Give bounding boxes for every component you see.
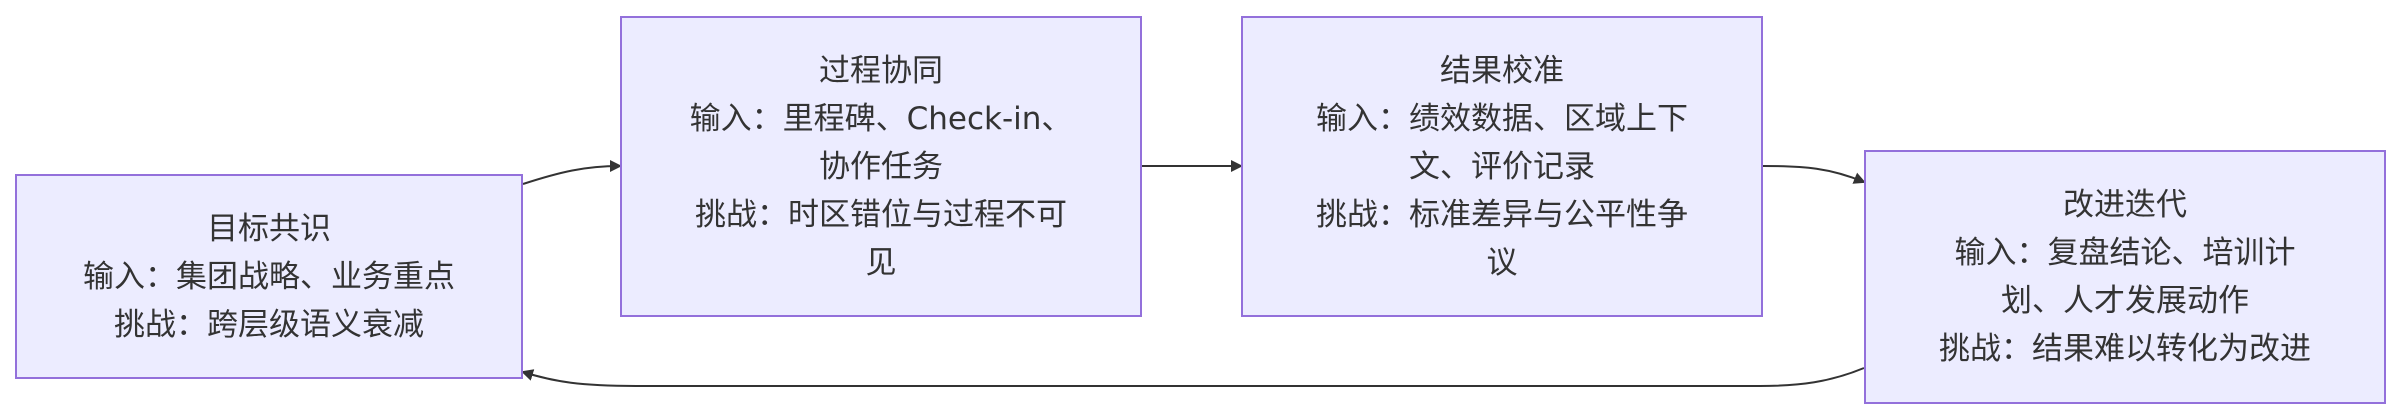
node-line: 文、评价记录	[1409, 148, 1595, 185]
node-goal-consensus: 目标共识 输入：集团战略、业务重点 挑战：跨层级语义衰减	[15, 174, 523, 379]
node-line: 划、人才发展动作	[2001, 283, 2249, 319]
node-line: 协作任务	[819, 148, 943, 185]
node-title: 改进迭代	[2063, 187, 2187, 223]
node-line: 见	[865, 244, 897, 281]
edge-goal-to-process	[522, 160, 622, 185]
node-title: 目标共识	[207, 210, 331, 247]
node-line: 挑战：跨层级语义衰减	[114, 306, 424, 343]
node-line: 挑战：标准差异与公平性争	[1316, 196, 1688, 233]
node-line: 输入：里程碑、Check-in、	[689, 100, 1073, 137]
node-line: 输入：集团战略、业务重点	[83, 258, 455, 295]
node-title: 结果校准	[1440, 52, 1564, 89]
node-result-calibration: 结果校准 输入：绩效数据、区域上下 文、评价记录 挑战：标准差异与公平性争 议	[1241, 16, 1763, 317]
node-line: 输入：绩效数据、区域上下	[1316, 100, 1688, 137]
node-line: 议	[1486, 244, 1518, 281]
edge-improve-to-goal	[521, 367, 1865, 387]
edge-result-to-improve	[1762, 165, 1866, 184]
node-improvement-iteration: 改进迭代 输入：复盘结论、培训计 划、人才发展动作 挑战：结果难以转化为改进	[1864, 150, 2386, 404]
node-line: 输入：复盘结论、培训计	[1954, 235, 2296, 271]
node-process-collaboration: 过程协同 输入：里程碑、Check-in、 协作任务 挑战：时区错位与过程不可 …	[620, 16, 1142, 317]
node-line: 挑战：时区错位与过程不可	[695, 196, 1067, 233]
node-line: 挑战：结果难以转化为改进	[1939, 331, 2311, 367]
node-title: 过程协同	[819, 52, 943, 89]
